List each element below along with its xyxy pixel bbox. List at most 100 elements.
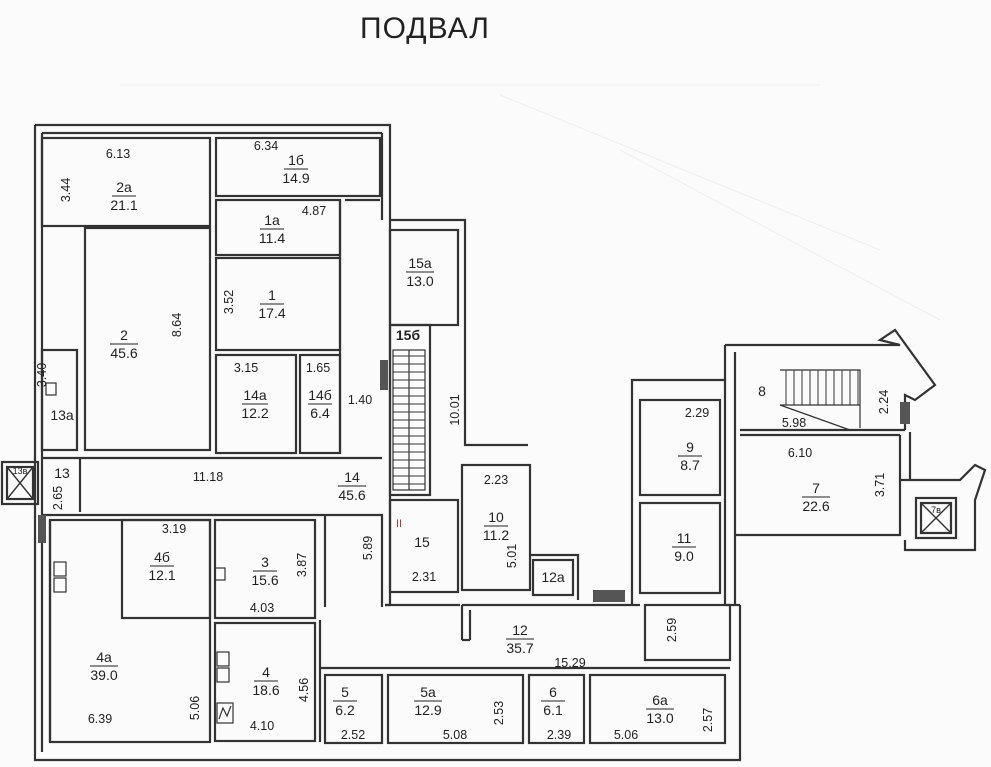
exit-label-7v: 7в xyxy=(931,505,941,515)
room-area-1a: 11.4 xyxy=(259,230,285,246)
stair-8 xyxy=(779,369,861,431)
room-area-2: 45.6 xyxy=(110,345,137,361)
dim-label: 10.01 xyxy=(448,394,462,425)
dim-label: 4.10 xyxy=(250,719,274,733)
room-id-15b: 15б xyxy=(396,327,421,343)
room-area-4b: 12.1 xyxy=(148,567,175,583)
dim-label: 6.39 xyxy=(88,712,112,726)
stair-steps-15b xyxy=(393,355,425,485)
room-area-10: 11.2 xyxy=(483,527,509,543)
hatched-walls xyxy=(38,360,910,602)
room-area-11: 9.0 xyxy=(674,548,694,564)
dim-label: 5.06 xyxy=(188,696,202,720)
room-id-1: 1 xyxy=(268,287,276,303)
dim-label: 3.44 xyxy=(59,178,73,202)
room-area-1: 17.4 xyxy=(258,305,285,321)
dim-label: 8.64 xyxy=(170,313,184,337)
exit-label-13v: 13в xyxy=(13,466,28,476)
room-id-2a: 2а xyxy=(116,179,132,195)
room-id-6a: 6а xyxy=(652,692,668,708)
dim-label: 3.52 xyxy=(222,290,236,314)
dim-label: 5.01 xyxy=(505,544,519,568)
dim-label: 6.34 xyxy=(254,139,278,153)
dim-label: 11.18 xyxy=(193,470,223,484)
room-id-7: 7 xyxy=(812,480,820,496)
dim-label: 6.13 xyxy=(106,147,130,161)
dim-label: 5.89 xyxy=(361,536,375,560)
dim-label: 2.24 xyxy=(877,390,891,414)
dim-label: 2.29 xyxy=(685,406,709,420)
markers: 13в 7в II xyxy=(13,466,942,530)
walls xyxy=(0,123,987,762)
dim-label: 4.56 xyxy=(297,678,311,702)
dim-label: 2.59 xyxy=(665,618,679,642)
room-id-6: 6 xyxy=(549,684,557,700)
dim-label: 15.29 xyxy=(554,656,585,670)
exit-crosses xyxy=(6,466,952,534)
dim-label: 5.06 xyxy=(614,728,638,742)
room-id-4b: 4б xyxy=(154,549,170,565)
room-id-8: 8 xyxy=(758,383,766,399)
room-labels: 2а 21.1 1б 14.9 1а 11.4 15а 13.0 2 45.6 … xyxy=(50,152,830,726)
room-id-15: 15 xyxy=(414,534,430,550)
room-area-6a: 13.0 xyxy=(646,710,673,726)
room-id-4a: 4а xyxy=(96,649,112,665)
stair-steps-8 xyxy=(785,370,859,405)
room-area-12: 35.7 xyxy=(506,640,533,656)
dim-label: 5.08 xyxy=(443,728,467,742)
room-id-2: 2 xyxy=(120,327,128,343)
dim-label: 5.98 xyxy=(782,416,806,430)
room-area-5a: 12.9 xyxy=(414,702,441,718)
room-area-9: 8.7 xyxy=(680,457,700,473)
room-area-1b: 14.9 xyxy=(282,170,309,186)
dim-label: 6.10 xyxy=(788,446,812,460)
dim-label: 3.19 xyxy=(162,522,186,536)
room-id-3: 3 xyxy=(261,554,269,570)
dim-label: 4.87 xyxy=(302,204,326,218)
room-id-12a: 12а xyxy=(541,569,565,585)
room-id-14a: 14а xyxy=(243,387,267,403)
dim-label: 2.39 xyxy=(547,728,571,742)
room-id-11: 11 xyxy=(677,530,692,546)
dim-label: 1.65 xyxy=(306,361,330,375)
room-id-13a: 13а xyxy=(50,407,74,423)
room-area-4: 18.6 xyxy=(252,682,279,698)
dim-label: 1.40 xyxy=(348,393,372,407)
room-id-1b: 1б xyxy=(288,152,304,168)
room-id-9: 9 xyxy=(686,439,694,455)
page-title: ПОДВАЛ xyxy=(360,12,490,45)
dim-label: 2.23 xyxy=(484,473,508,487)
dim-label: 2.57 xyxy=(701,708,715,732)
fixtures xyxy=(45,382,234,724)
room-id-12: 12 xyxy=(512,622,528,638)
dim-label: 3.87 xyxy=(295,553,309,577)
room-area-15a: 13.0 xyxy=(406,273,433,289)
room-area-14a: 12.2 xyxy=(241,405,268,421)
room-id-14: 14 xyxy=(344,469,360,485)
dim-label: 2.65 xyxy=(51,486,65,510)
dim-label: 3.15 xyxy=(234,361,258,375)
dimension-labels: 6.13 3.44 6.34 4.87 8.64 3.52 3.40 3.15 … xyxy=(35,139,891,742)
scan-noise xyxy=(120,84,941,321)
room-area-7: 22.6 xyxy=(802,498,829,514)
room-area-4a: 39.0 xyxy=(90,667,117,683)
dim-label: 2.31 xyxy=(412,570,436,584)
red-marker: II xyxy=(396,518,402,530)
dim-label: 4.03 xyxy=(250,601,274,615)
room-id-13: 13 xyxy=(54,465,70,481)
room-area-14b: 6.4 xyxy=(310,405,330,421)
room-id-14b: 14б xyxy=(308,387,332,403)
room-id-4: 4 xyxy=(262,664,270,680)
room-id-10: 10 xyxy=(488,509,504,525)
dim-label: 3.71 xyxy=(873,473,887,497)
dim-label: 2.52 xyxy=(341,728,365,742)
room-id-15a: 15а xyxy=(408,255,432,271)
room-area-14: 45.6 xyxy=(338,487,365,503)
room-id-5: 5 xyxy=(341,684,349,700)
room-area-3: 15.6 xyxy=(251,572,278,588)
room-area-5: 6.2 xyxy=(335,702,355,718)
room-area-2a: 21.1 xyxy=(110,197,137,213)
room-id-1a: 1а xyxy=(264,212,280,228)
